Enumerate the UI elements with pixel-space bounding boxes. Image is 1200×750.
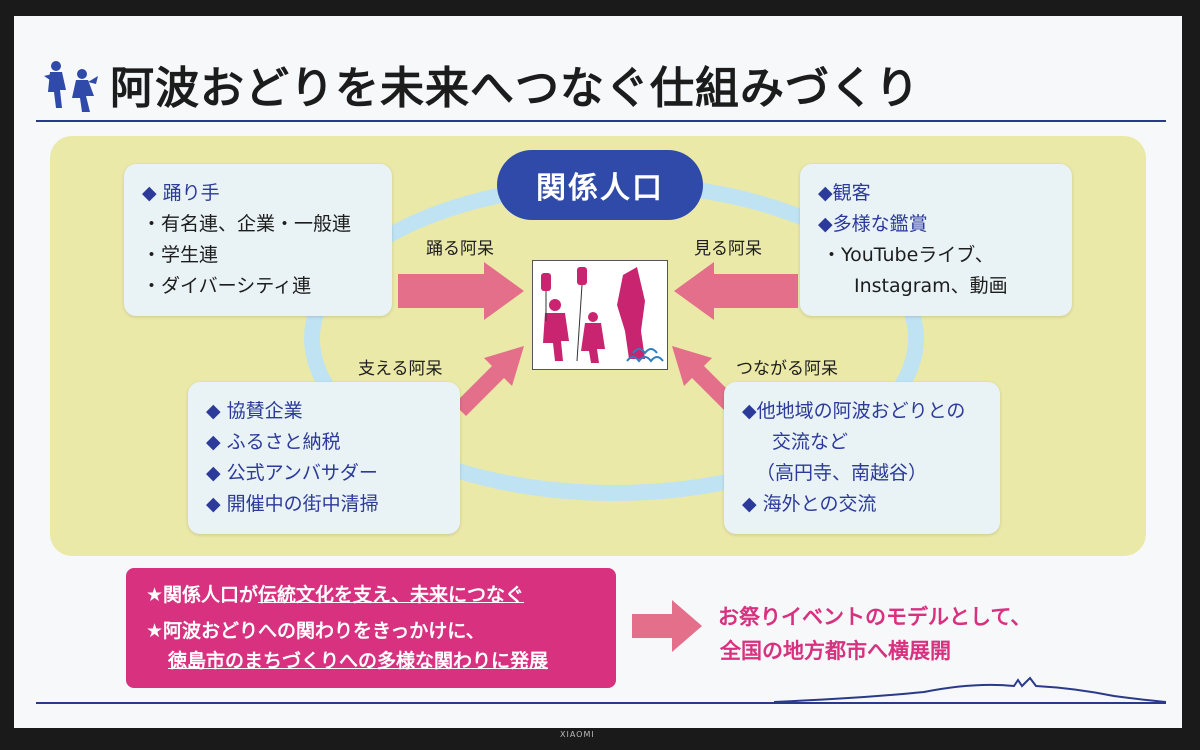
box-supporters-item: ◆ 公式アンバサダー — [206, 462, 378, 484]
box-supporters: ◆ 協賛企業 ◆ ふるさと納税 ◆ 公式アンバサダー ◆ 開催中の街中清掃 — [188, 382, 460, 534]
outcome-line1: お祭りイベントのモデルとして、 — [718, 605, 1032, 629]
slide-title: 阿波おどりを未来へつなぐ仕組みづくり — [110, 63, 920, 114]
box-dancers: ◆ 踊り手 ・有名連、企業・一般連 ・学生連 ・ダイバーシティ連 — [124, 164, 392, 316]
box-dancers-item: ・ダイバーシティ連 — [142, 275, 312, 297]
castle-skyline-icon — [774, 676, 1166, 703]
box-connectors-item: ◆他地域の阿波おどりとの — [742, 400, 966, 422]
label-spectators: 見る阿呆 — [694, 239, 762, 259]
slide: 阿波おどりを未来へつなぐ仕組みづくり 踊る阿呆 見る阿呆 支える阿呆 つながる阿… — [14, 16, 1182, 728]
outcome-line2: 全国の地方都市へ横展開 — [720, 639, 951, 663]
summary-box: ★関係人口が伝統文化を支え、未来につなぐ ★阿波おどりへの関わりをきっかけに、 … — [126, 568, 616, 688]
box-connectors-item: 交流など — [772, 431, 849, 453]
outcome-arrow-icon — [632, 600, 702, 652]
label-supporters: 支える阿呆 — [358, 359, 443, 379]
arrow-spectators — [674, 262, 798, 320]
box-supporters-item: ◆ 協賛企業 — [206, 400, 303, 422]
arrow-supporters — [454, 346, 524, 416]
arrow-dancers — [398, 262, 524, 320]
outcome-text: お祭りイベントのモデルとして、 全国の地方都市へ横展開 — [718, 600, 1031, 668]
box-dancers-item: ・学生連 — [142, 244, 219, 266]
box-dancers-header: ◆ 踊り手 — [142, 182, 220, 204]
box-connectors: ◆他地域の阿波おどりとの 交流など （高円寺、南越谷） ◆ 海外との交流 — [724, 382, 1000, 534]
box-dancers-item: ・有名連、企業・一般連 — [142, 213, 352, 235]
bottom-divider — [36, 702, 1166, 704]
box-supporters-item: ◆ ふるさと納税 — [206, 431, 341, 453]
center-pill: 関係人口 — [497, 150, 703, 220]
box-connectors-item: ◆ 海外との交流 — [742, 493, 877, 515]
summary-line2: ★阿波おどりへの関わりをきっかけに、 — [146, 620, 485, 642]
box-connectors-item: （高円寺、南越谷） — [756, 462, 928, 484]
box-supporters-item: ◆ 開催中の街中清掃 — [206, 493, 379, 515]
label-connectors: つながる阿呆 — [736, 359, 838, 379]
title-divider — [36, 120, 1166, 122]
box-spectators-item: ◆多様な鑑賞 — [818, 213, 928, 235]
dancers-illustration-icon — [541, 267, 664, 363]
box-spectators-item: ◆観客 — [818, 182, 871, 204]
awa-odori-illustration — [532, 260, 668, 370]
box-spectators: ◆観客 ◆多様な鑑賞 ・YouTubeライブ、 Instagram、動画 — [800, 164, 1072, 316]
tv-brand-logo: XIAOMI — [560, 730, 595, 739]
box-spectators-sub: ・YouTubeライブ、 — [822, 244, 994, 266]
box-spectators-sub: Instagram、動画 — [854, 275, 1008, 297]
dancer-logo-icon — [44, 61, 98, 112]
summary-line3: 徳島市のまちづくりへの多様な関わりに発展 — [168, 650, 549, 672]
summary-line1-underlined: 伝統文化を支え、未来につなぐ — [258, 584, 525, 606]
summary-line1-prefix: ★関係人口が — [146, 584, 259, 606]
label-dancers: 踊る阿呆 — [426, 239, 494, 259]
